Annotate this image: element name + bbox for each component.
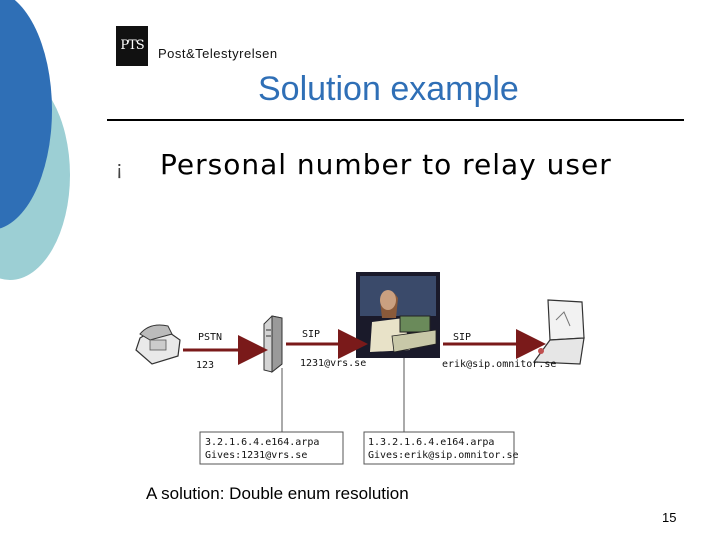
enum-box-2-line2: Gives:erik@sip.omnitor.se xyxy=(368,450,519,461)
enum-box-2-line1: 1.3.2.1.6.4.e164.arpa xyxy=(368,437,494,448)
bullet-text: Personal number to relay user xyxy=(160,148,612,181)
solution-note: A solution: Double enum resolution xyxy=(146,484,409,503)
page-number: 15 xyxy=(662,510,677,525)
sip-label-1: SIP xyxy=(302,329,320,340)
pts-logo-name: Post&Telestyrelsen xyxy=(158,46,278,61)
laptop-icon xyxy=(532,299,585,365)
enum-box-1-line2: Gives:1231@vrs.se xyxy=(205,450,307,461)
slide-title: Solution example xyxy=(258,70,519,108)
enum-box-1 xyxy=(199,431,344,465)
sip-label-2: SIP xyxy=(453,332,471,343)
pstn-label: PSTN xyxy=(198,332,222,343)
telephone-icon xyxy=(135,324,181,365)
server-icon xyxy=(263,315,283,374)
pts-logo: PTS Post&Telestyrelsen xyxy=(116,26,336,70)
relay-address: 1231@vrs.se xyxy=(300,358,366,369)
bullet-marker: ¡ xyxy=(116,158,123,180)
user-address: erik@sip.omnitor.se xyxy=(442,359,556,370)
enum-box-2 xyxy=(363,431,515,465)
title-divider xyxy=(107,119,684,121)
pstn-number: 123 xyxy=(196,360,214,371)
relay-operator-icon xyxy=(356,272,440,358)
decorative-shapes xyxy=(0,0,70,280)
pts-logo-mark: PTS xyxy=(116,26,148,66)
enum-box-1-line1: 3.2.1.6.4.e164.arpa xyxy=(205,437,319,448)
